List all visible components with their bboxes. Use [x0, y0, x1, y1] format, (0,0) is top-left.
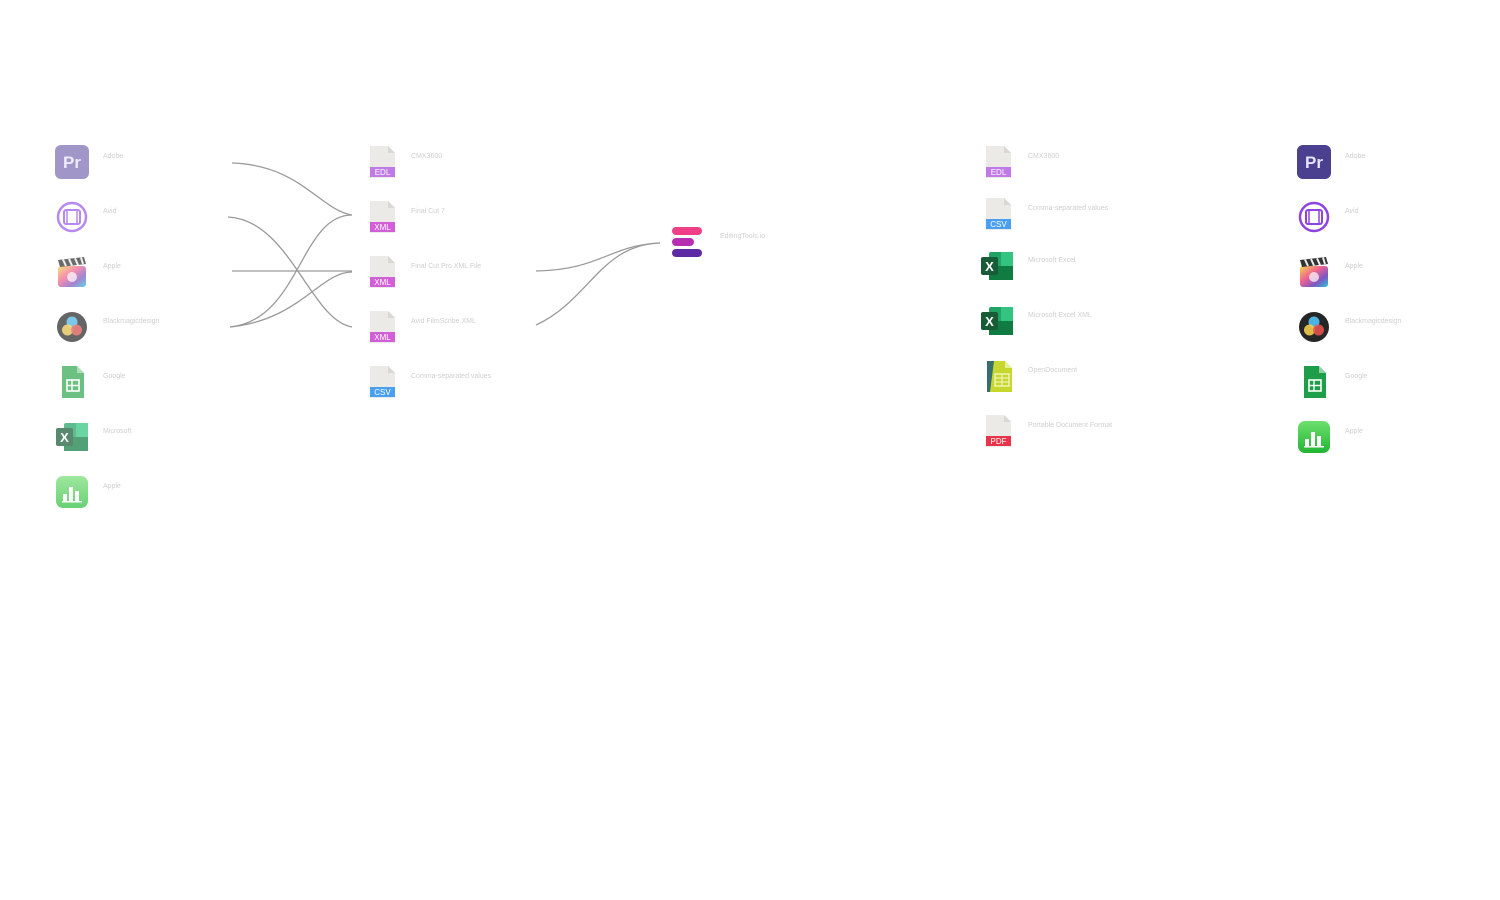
- target-app-avid: Avid: [1297, 200, 1359, 234]
- davinci-resolve-icon: [57, 312, 87, 342]
- svg-text:Pr: Pr: [1305, 153, 1323, 172]
- editingtools-logo-icon: [672, 227, 702, 257]
- xml-file-icon: XML: [370, 311, 395, 343]
- google-sheets-icon: [62, 366, 84, 398]
- source-app-avid: Avid: [55, 200, 117, 234]
- xml-file-icon: XML: [370, 201, 395, 233]
- csv-file-icon: CSV: [370, 366, 395, 398]
- source-app-microsoft: X Microsoft: [55, 420, 131, 454]
- microsoft-excel-icon: X: [981, 307, 1013, 335]
- apple-final-cut-pro-icon: [1300, 257, 1328, 287]
- adobe-premiere-pro-icon: Pr: [1297, 145, 1331, 179]
- input-format-csv: CSV Comma-separated values: [366, 365, 491, 399]
- source-app-google: Google: [55, 365, 126, 399]
- target-app-adobe: Pr Adobe: [1297, 145, 1365, 179]
- svg-text:PDF: PDF: [991, 437, 1007, 446]
- output-format-label: CMX3600: [1028, 153, 1060, 160]
- source-app-label: Blackmagicdesign: [103, 318, 160, 325]
- output-format-label: OpenDocument: [1028, 367, 1078, 374]
- adobe-premiere-pro-icon: Pr: [55, 145, 89, 179]
- output-format-microsoft-excel: X Microsoft Excel: [980, 249, 1075, 283]
- source-app-label: Avid: [103, 208, 117, 215]
- input-format-final-cut-pro-xml: XML Final Cut Pro XML File: [366, 255, 481, 289]
- output-format-label: Microsoft Excel XML: [1028, 312, 1092, 319]
- target-app-apple-fcp: Apple: [1297, 255, 1363, 289]
- source-app-apple-fcp: Apple: [55, 255, 121, 289]
- target-app-label: Adobe: [1345, 153, 1366, 160]
- csv-file-icon: CSV: [986, 198, 1011, 230]
- input-format-cmx3600-edl: EDL CMX3600: [366, 145, 442, 179]
- svg-text:XML: XML: [374, 333, 391, 342]
- output-format-csv: CSV Comma-separated values: [982, 197, 1108, 231]
- link-avid-filmscribe-xml-to-hub: [535, 242, 661, 326]
- output-format-cmx3600-edl: EDL CMX3600: [982, 145, 1059, 179]
- avid-icon: [1298, 201, 1330, 233]
- source-app-label: Microsoft: [103, 428, 132, 435]
- hub-editingtools: EditingTools.io: [670, 225, 765, 259]
- input-format-label: Comma-separated values: [411, 373, 492, 380]
- link-final-cut-pro-xml-to-hub: [535, 242, 661, 272]
- input-format-label: Final Cut Pro XML File: [411, 263, 482, 270]
- svg-text:EDL: EDL: [991, 168, 1007, 177]
- source-app-label: Apple: [103, 483, 121, 490]
- input-format-final-cut-7: XML Final Cut 7: [366, 200, 445, 234]
- target-app-label: Google: [1345, 373, 1368, 380]
- link-adobe-to-final-cut-7: [231, 162, 353, 216]
- source-app-label: Adobe: [103, 153, 124, 160]
- output-format-pdf: PDF Portable Document Format: [982, 414, 1112, 448]
- target-app-apple-numbers: Apple: [1297, 420, 1363, 454]
- edl-file-icon: EDL: [370, 146, 395, 178]
- target-app-label: Apple: [1345, 428, 1363, 435]
- svg-text:EDL: EDL: [375, 168, 391, 177]
- xml-file-icon: XML: [370, 256, 395, 288]
- output-format-label: Microsoft Excel: [1028, 257, 1076, 264]
- avid-icon: [56, 201, 88, 233]
- hub-label: EditingTools.io: [720, 233, 766, 240]
- pdf-file-icon: PDF: [986, 415, 1011, 447]
- source-app-label: Google: [103, 373, 126, 380]
- target-app-label: Avid: [1345, 208, 1359, 215]
- apple-numbers-icon: [1298, 421, 1330, 453]
- link-blackmagic-to-final-cut-pro-xml: [229, 271, 353, 328]
- source-app-apple-numbers: Apple: [55, 475, 121, 509]
- target-app-label: Apple: [1345, 263, 1363, 270]
- microsoft-excel-icon: X: [981, 252, 1013, 280]
- input-format-label: CMX3600: [411, 153, 443, 160]
- svg-text:X: X: [985, 314, 994, 329]
- source-app-adobe: Pr Adobe: [55, 145, 123, 179]
- input-format-avid-filmscribe-xml: XML Avid FilmScribe XML: [366, 310, 476, 344]
- svg-text:XML: XML: [374, 278, 391, 287]
- edl-file-icon: EDL: [986, 146, 1011, 178]
- target-app-google: Google: [1297, 365, 1368, 399]
- input-format-label: Avid FilmScribe XML: [411, 318, 476, 325]
- apple-final-cut-pro-icon: [58, 257, 86, 287]
- link-avid-to-avid-filmscribe-xml: [227, 216, 353, 328]
- output-format-label: Portable Document Format: [1028, 422, 1113, 429]
- apple-numbers-icon: [56, 476, 88, 508]
- output-format-opendocument: OpenDocument: [982, 359, 1077, 393]
- microsoft-excel-icon: X: [56, 423, 88, 451]
- svg-text:X: X: [60, 430, 69, 445]
- output-format-microsoft-excel-xml: X Microsoft Excel XML: [980, 304, 1092, 338]
- svg-text:X: X: [985, 259, 994, 274]
- svg-text:CSV: CSV: [374, 388, 391, 397]
- source-app-label: Apple: [103, 263, 121, 270]
- target-app-blackmagic: Blackmagicdesign: [1297, 310, 1401, 344]
- davinci-resolve-icon: [1299, 312, 1329, 342]
- target-app-label: Blackmagicdesign: [1345, 318, 1402, 325]
- google-sheets-icon: [1304, 366, 1326, 398]
- svg-text:CSV: CSV: [990, 220, 1007, 229]
- svg-text:XML: XML: [374, 223, 391, 232]
- svg-text:Pr: Pr: [63, 153, 81, 172]
- source-app-blackmagic: Blackmagicdesign: [55, 310, 159, 344]
- opendocument-spreadsheet-icon: [987, 361, 1012, 392]
- output-format-label: Comma-separated values: [1028, 205, 1109, 212]
- input-format-label: Final Cut 7: [411, 208, 445, 215]
- link-blackmagic-to-final-cut-7: [229, 214, 353, 328]
